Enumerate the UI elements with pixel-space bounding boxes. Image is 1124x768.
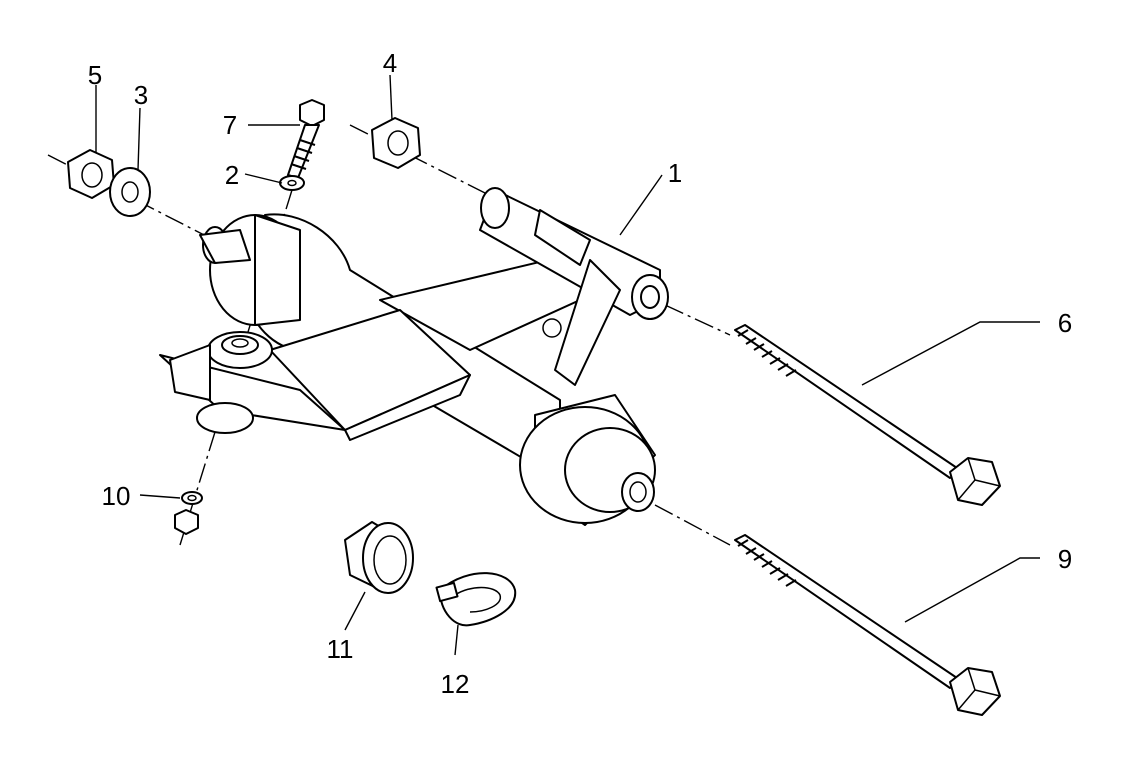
- swing-arm-body: [159, 187, 669, 526]
- washer-10: [181, 491, 203, 505]
- callout-2: 2: [225, 160, 239, 190]
- screw-7: [287, 99, 325, 179]
- washer-2: [279, 175, 305, 191]
- callout-1: 1: [668, 158, 682, 188]
- nut-10: [174, 509, 199, 535]
- callout-3: 3: [134, 80, 148, 110]
- clip-12: [435, 572, 517, 627]
- callout-7: 7: [223, 110, 237, 140]
- callout-10: 10: [102, 481, 131, 511]
- nut-5: [67, 149, 115, 199]
- leader-lines: [95, 74, 1040, 656]
- bushing-11: [344, 521, 414, 594]
- bolt-9: [734, 534, 1001, 716]
- callout-5: 5: [88, 60, 102, 90]
- nut-4: [371, 117, 421, 169]
- callout-labels: 5 3 4 7 2 1 6 9 10 11 12: [88, 48, 1072, 699]
- callout-4: 4: [383, 48, 397, 78]
- callout-12: 12: [441, 669, 470, 699]
- callout-11: 11: [327, 634, 354, 664]
- bolt-6: [734, 324, 1001, 506]
- callout-6: 6: [1058, 308, 1072, 338]
- callout-9: 9: [1058, 544, 1072, 574]
- washer-3: [109, 167, 151, 217]
